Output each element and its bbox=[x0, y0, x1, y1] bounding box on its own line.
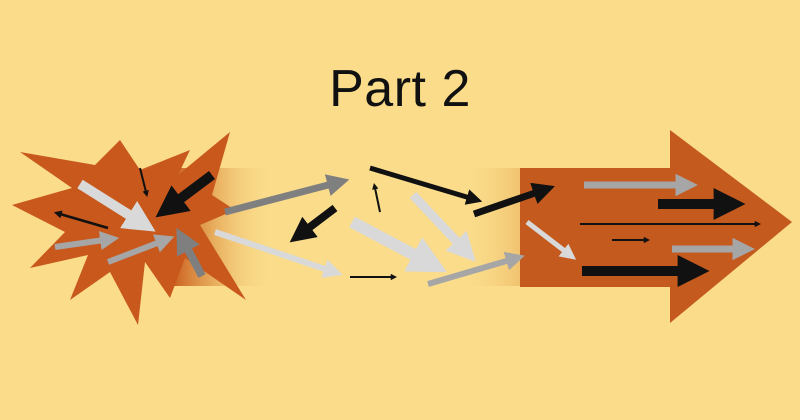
arrow-mid-black-5 bbox=[472, 182, 555, 218]
arrow-burst-light-1 bbox=[77, 179, 156, 232]
arrow-mid-black-2 bbox=[372, 182, 381, 213]
arrow-mid-mid-1 bbox=[427, 251, 525, 287]
arrow-mid-light-3 bbox=[409, 191, 476, 262]
arrow-mid-light-1 bbox=[214, 229, 343, 278]
arrow-burst-dark-1 bbox=[176, 227, 206, 278]
arrow-mid-dark-1 bbox=[224, 174, 350, 216]
arrow-burst-black-2 bbox=[139, 167, 149, 197]
arrow-burst-mid-2 bbox=[106, 234, 175, 265]
arrow-mid-light-4 bbox=[525, 220, 577, 260]
slide-title: Part 2 bbox=[329, 60, 471, 118]
arrow-mid-black-4 bbox=[369, 165, 483, 205]
arrow-burst-mid-1 bbox=[54, 231, 120, 251]
arrow-mid-black-1 bbox=[289, 204, 338, 243]
arrow-burst-black-1 bbox=[155, 171, 215, 218]
arrow-mid-light-2 bbox=[349, 216, 448, 273]
arrow-burst-black-3 bbox=[53, 210, 109, 230]
